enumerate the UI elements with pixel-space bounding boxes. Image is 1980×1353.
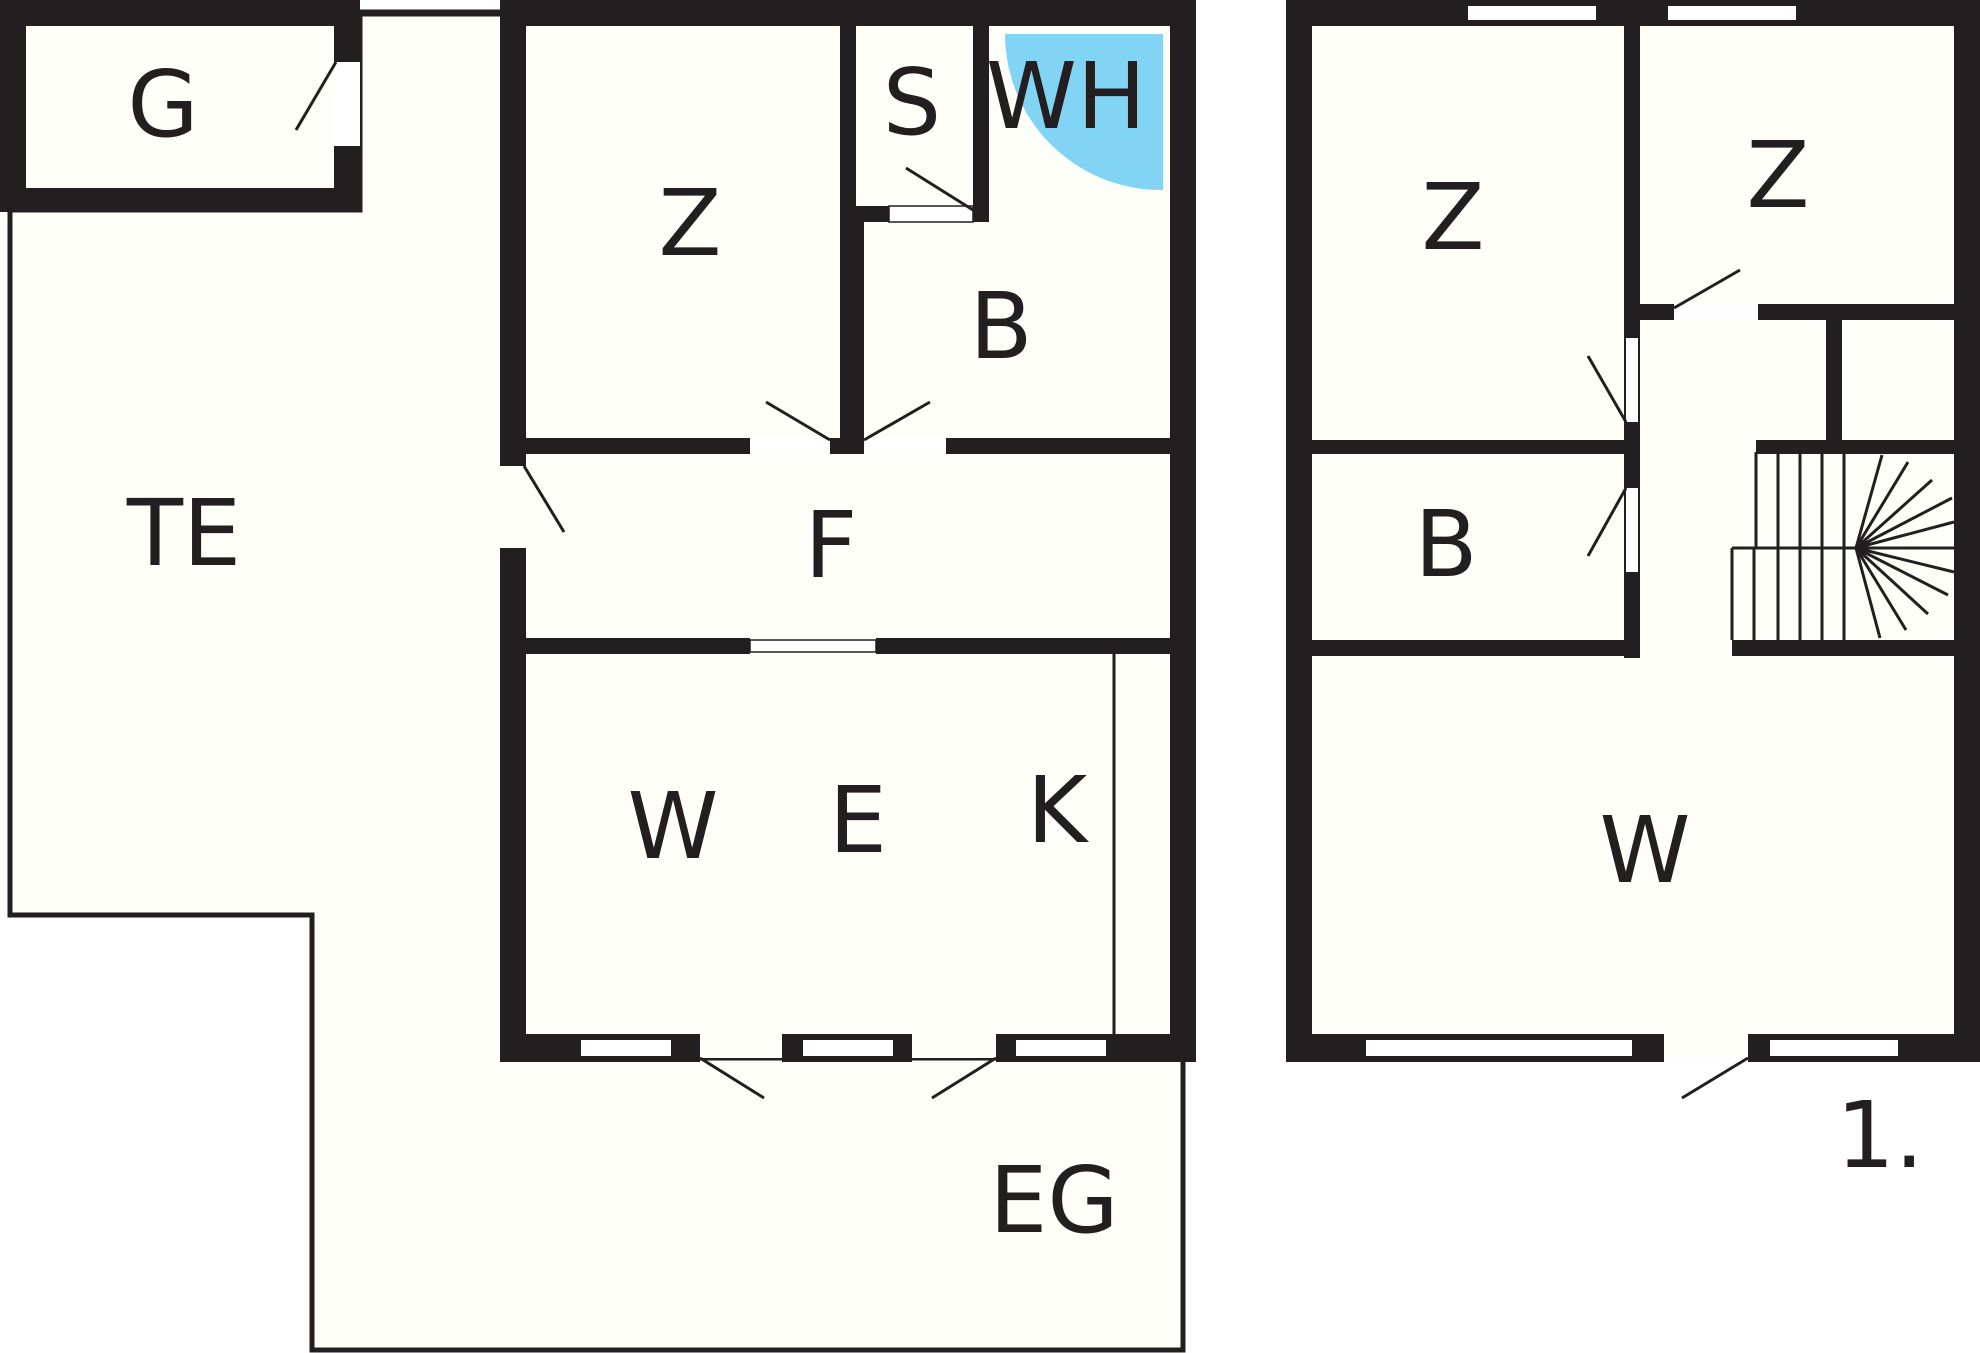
upper-floor-doors [1586, 268, 1749, 1100]
floor-marker: 1. [1836, 1082, 1924, 1189]
room-label-kitchen: K [1027, 757, 1090, 864]
garage-door [294, 61, 338, 131]
garage-floor [12, 14, 348, 200]
room-label-living-upper: W [1600, 797, 1691, 904]
ground-floor-walls [500, 0, 1196, 1062]
wet-area-shape [1005, 34, 1163, 191]
garage-walls [0, 0, 360, 212]
ground-floor-doors [522, 166, 997, 1100]
upper-floor-labels: Z Z B W 1. [1414, 122, 1923, 1189]
room-label-room-right: Z [1746, 122, 1809, 229]
room-label-hallway: F [805, 492, 858, 599]
room-label-entrance: EG [989, 1147, 1118, 1254]
upper-floor-openings [1366, 6, 1898, 1056]
staircase [1730, 452, 1955, 640]
ground-floor-openings [581, 206, 1106, 1056]
room-label-room-left: Z [1421, 164, 1484, 271]
garage-door-opening [334, 62, 360, 146]
upper-floor-walls [1286, 0, 1980, 1062]
room-label-bath-upper: B [1414, 491, 1477, 598]
ground-floor-labels: G TE Z S WH B F W E K EG [126, 43, 1146, 1254]
room-label-wet-area: WH [986, 43, 1146, 150]
room-label-living: W [628, 773, 719, 880]
room-label-dining: E [829, 767, 887, 874]
room-label-terrace: TE [126, 480, 241, 587]
room-label-room: Z [658, 170, 721, 277]
room-label-storage: S [883, 49, 941, 156]
room-label-garage: G [127, 51, 198, 158]
ground-floor-opening-borders [749, 205, 974, 653]
ground-floor: G TE Z S WH B F W E K EG [0, 0, 1196, 1353]
room-label-bath: B [969, 273, 1032, 380]
upper-floor: Z Z B W 1. [1286, 0, 1980, 1189]
